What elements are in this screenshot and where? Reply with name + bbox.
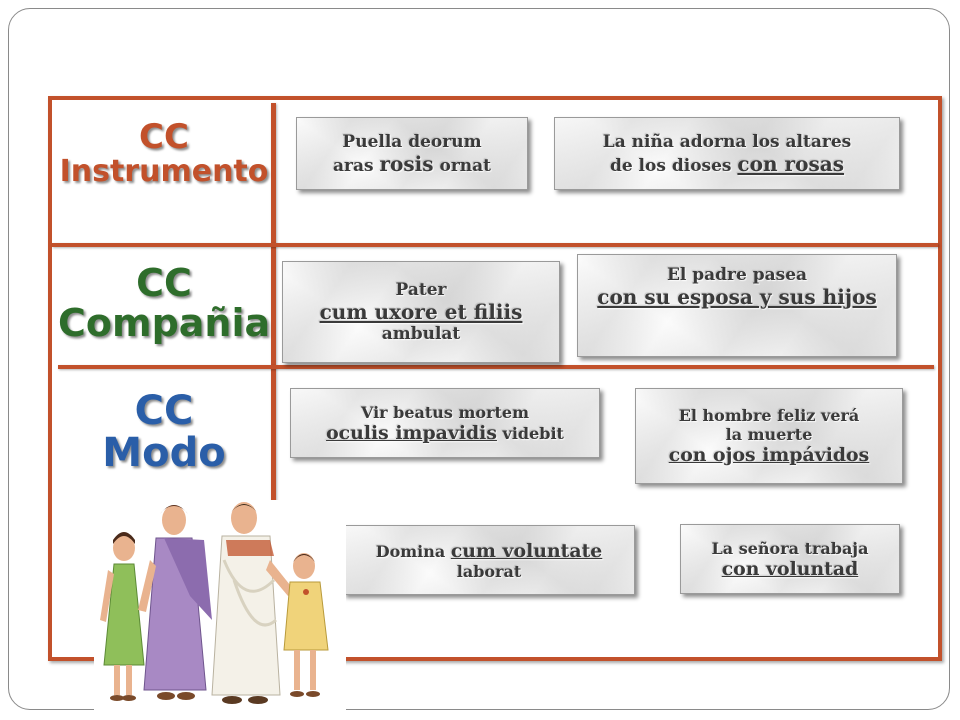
box-instrumento-spanish: La niña adorna los altares de los dioses… xyxy=(554,117,900,190)
row-divider-2 xyxy=(58,365,934,369)
roman-family-illustration xyxy=(94,500,346,712)
label-compania-line2: Compañia xyxy=(58,300,271,345)
roman-family-svg xyxy=(100,502,329,704)
text-ornat: ornat xyxy=(433,155,492,176)
box-instrumento-latin: Puella deorum aras rosis ornat xyxy=(296,117,528,190)
man-figure xyxy=(211,502,294,704)
label-cc-compania: CC Compañia xyxy=(58,261,271,345)
box-compania-spanish-line1: El padre pasea xyxy=(666,265,808,285)
boy-figure xyxy=(283,553,329,697)
box-modo-latin-1-line1: Vir beatus mortem xyxy=(360,402,530,422)
box-instrumento-spanish-line1: La niña adorna los altares xyxy=(602,131,852,152)
box-modo-latin-1: Vir beatus mortem oculis impavidis videb… xyxy=(290,388,600,458)
box-compania-spanish-line2: con su esposa y sus hijos xyxy=(597,285,877,309)
text-oculis-impavidis: oculis impavidis xyxy=(326,421,497,444)
woman-figure xyxy=(138,505,212,700)
box-modo-spanish-1-line1: El hombre feliz verá xyxy=(678,406,860,425)
girl-figure xyxy=(100,532,145,701)
box-compania-latin-line3: ambulat xyxy=(381,324,461,344)
box-instrumento-latin-line2: aras rosis ornat xyxy=(333,152,491,176)
box-compania-latin-line1: Pater xyxy=(395,280,447,300)
text-rosis: rosis xyxy=(379,151,434,176)
text-con-rosas: con rosas xyxy=(737,151,845,176)
box-modo-spanish-2-line2: con voluntad xyxy=(721,557,859,580)
text-de-los-dioses: de los dioses xyxy=(609,155,738,176)
column-divider xyxy=(271,103,276,503)
text-domina: Domina xyxy=(375,541,451,561)
box-modo-spanish-1-line2: la muerte xyxy=(725,425,813,444)
box-compania-spanish: El padre pasea con su esposa y sus hijos xyxy=(577,254,897,357)
table-frame xyxy=(48,96,942,661)
text-aras: aras xyxy=(332,155,380,176)
box-modo-latin-2: Domina cum voluntate laborat xyxy=(343,525,635,595)
box-modo-spanish-2: La señora trabaja con voluntad xyxy=(680,524,900,594)
text-cum-voluntate: cum voluntate xyxy=(450,539,603,562)
box-compania-latin: Pater cum uxore et filiis ambulat xyxy=(282,261,560,363)
label-modo-line2: Modo xyxy=(102,430,226,476)
box-instrumento-spanish-line2: de los dioses con rosas xyxy=(610,152,844,176)
label-instrumento-line2: Instrumento xyxy=(59,153,269,189)
box-modo-spanish-1-line3: con ojos impávidos xyxy=(668,444,870,466)
box-modo-spanish-2-line1: La señora trabaja xyxy=(711,538,869,558)
label-cc-modo: CC Modo xyxy=(58,390,270,474)
label-modo-line1: CC xyxy=(134,388,194,434)
box-modo-latin-2-line1: Domina cum voluntate xyxy=(376,540,603,562)
row-divider-1 xyxy=(52,243,938,247)
label-instrumento-line1: CC xyxy=(139,117,189,157)
label-compania-line1: CC xyxy=(136,261,192,305)
box-modo-latin-1-line2: oculis impavidis videbit xyxy=(326,422,564,444)
box-compania-latin-line2: cum uxore et filiis xyxy=(319,300,523,324)
box-instrumento-latin-line1: Puella deorum xyxy=(342,131,482,152)
label-cc-instrumento: CC Instrumento xyxy=(58,117,270,189)
box-modo-spanish-1: El hombre feliz verá la muerte con ojos … xyxy=(635,388,903,484)
box-modo-latin-2-line2: laborat xyxy=(456,561,522,581)
text-videbit: videbit xyxy=(496,423,564,443)
